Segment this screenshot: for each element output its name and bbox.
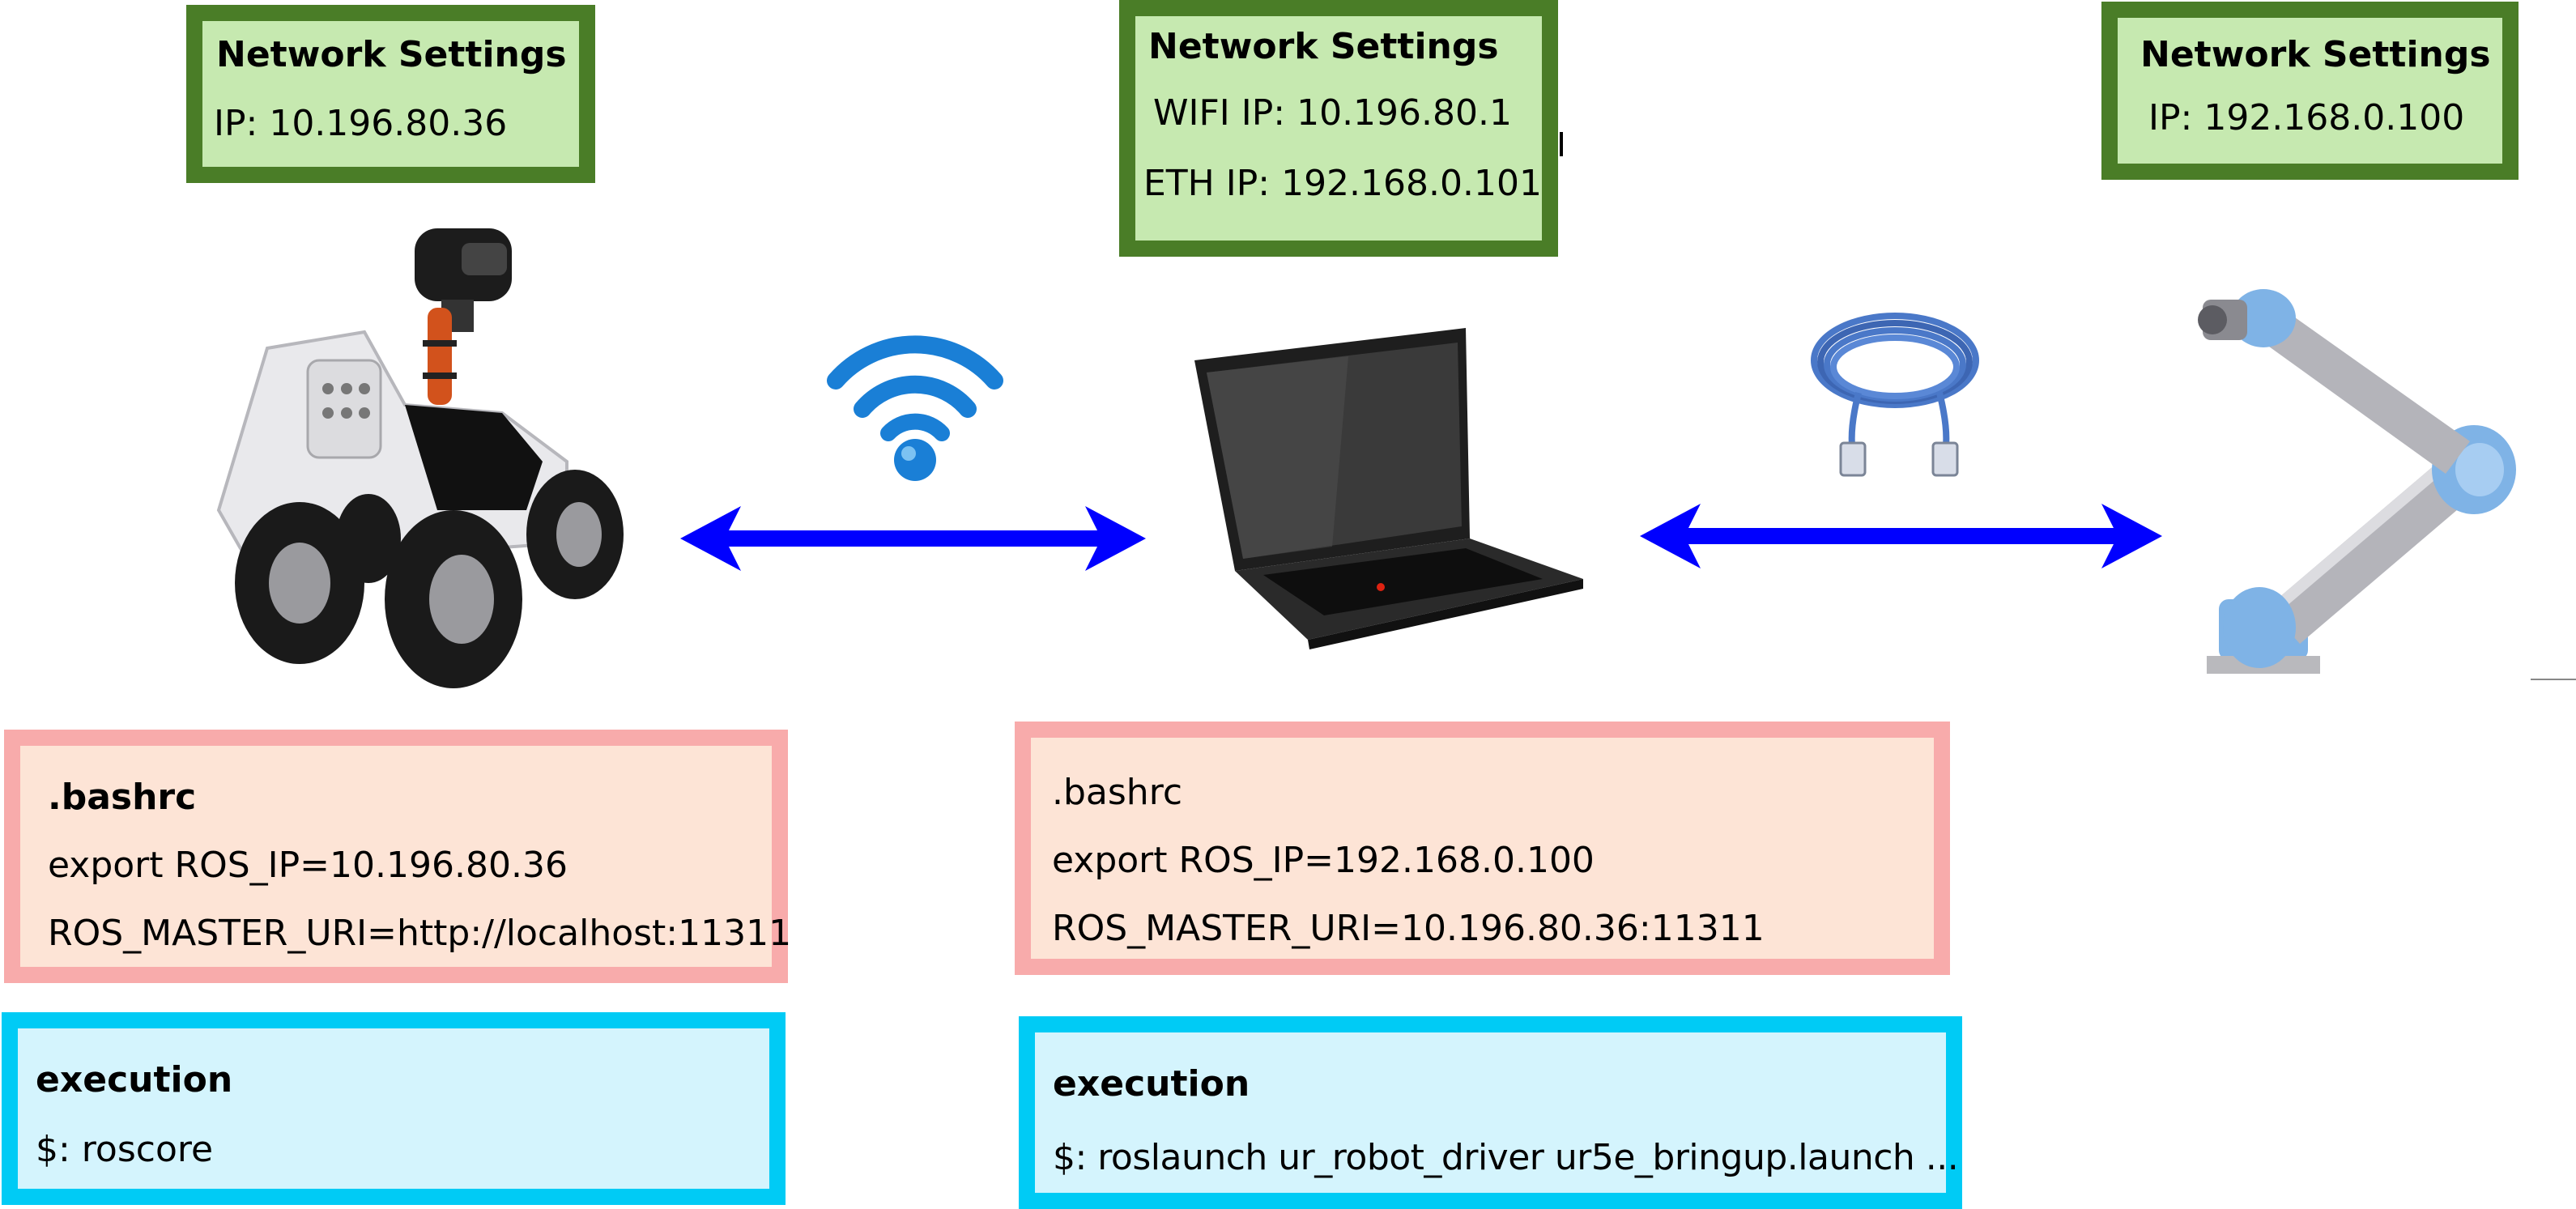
execution-title: execution	[1053, 1063, 1250, 1105]
bashrc-title: .bashrc	[1052, 772, 1183, 813]
bashrc-master-uri: ROS_MASTER_URI=10.196.80.36:11311	[1052, 908, 1765, 949]
bashrc-box-laptop: .bashrc export ROS_IP=192.168.0.100 ROS_…	[1015, 722, 1950, 975]
execution-command: $: roscore	[36, 1129, 214, 1170]
wifi-icon	[827, 335, 1003, 481]
bashrc-box-robot: .bashrc export ROS_IP=10.196.80.36 ROS_M…	[4, 730, 792, 983]
laptop-eth-ip: ETH IP: 192.168.0.101	[1143, 163, 1542, 204]
execution-box-laptop: execution $: roslaunch ur_robot_driver u…	[1019, 1016, 1962, 1209]
mobile-robot-icon	[216, 228, 624, 688]
laptop-icon	[1194, 328, 1583, 649]
bashrc-title: .bashrc	[48, 777, 197, 818]
robot-ip: IP: 10.196.80.36	[214, 103, 508, 144]
laptop-wifi-ip: WIFI IP: 10.196.80.1	[1153, 92, 1512, 134]
network-settings-title: Network Settings	[216, 34, 567, 75]
network-settings-title: Network Settings	[2140, 34, 2491, 75]
execution-title: execution	[36, 1059, 233, 1100]
stray-line	[2531, 679, 2576, 680]
robot-arm-icon	[2198, 289, 2516, 674]
network-settings-box-laptop: Network Settings WIFI IP: 10.196.80.1 ET…	[1119, 0, 1558, 257]
network-settings-title: Network Settings	[1148, 26, 1499, 67]
wifi-link-arrow	[680, 506, 1146, 571]
execution-command: $: roslaunch ur_robot_driver ur5e_bringu…	[1053, 1137, 1959, 1178]
execution-box-robot: execution $: roscore	[2, 1012, 786, 1205]
arm-ip: IP: 192.168.0.100	[2148, 97, 2465, 138]
bashrc-master-uri: ROS_MASTER_URI=http://localhost:11311	[48, 913, 792, 954]
network-settings-box-arm: Network Settings IP: 192.168.0.100	[2101, 2, 2519, 180]
stray-mark	[1560, 132, 1563, 156]
network-settings-box-robot: Network Settings IP: 10.196.80.36	[186, 5, 595, 183]
ethernet-cable-icon	[1811, 313, 1979, 477]
bashrc-ros-ip: export ROS_IP=10.196.80.36	[48, 845, 568, 886]
bashrc-ros-ip: export ROS_IP=192.168.0.100	[1052, 840, 1595, 881]
ethernet-link-arrow	[1640, 504, 2162, 568]
